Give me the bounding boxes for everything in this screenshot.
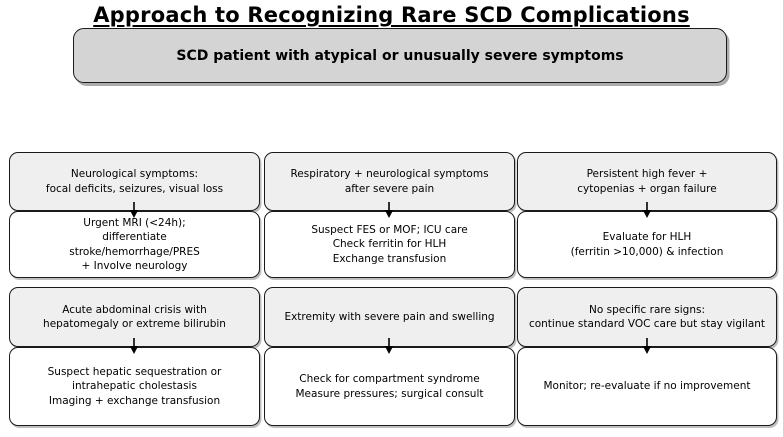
sign-box-extremity-pain: Extremity with severe pain and swelling [264, 287, 515, 347]
action-box-compartment-syndrome: Check for compartment syndrome Measure p… [264, 347, 515, 426]
page-title: Approach to Recognizing Rare SCD Complic… [93, 3, 690, 27]
down-arrow-icon [642, 202, 652, 218]
sign-box-neurological-symptoms: Neurological symptoms: focal deficits, s… [9, 152, 260, 211]
action-box-monitor: Monitor; re-evaluate if no improvement [517, 347, 777, 426]
action-box-hepatic-sequestration: Suspect hepatic sequestration or intrahe… [9, 347, 260, 426]
entry-box-scd-patient: SCD patient with atypical or unusually s… [73, 28, 727, 83]
action-box-fes-mof: Suspect FES or MOF; ICU care Check ferri… [264, 211, 515, 278]
sign-box-persistent-fever: Persistent high fever + cytopenias + org… [517, 152, 777, 211]
sign-box-abdominal-crisis: Acute abdominal crisis with hepatomegaly… [9, 287, 260, 347]
down-arrow-icon [129, 202, 139, 218]
action-box-evaluate-hlh: Evaluate for HLH (ferritin >10,000) & in… [517, 211, 777, 278]
down-arrow-icon [384, 338, 394, 354]
sign-box-respiratory-neurological: Respiratory + neurological symptoms afte… [264, 152, 515, 211]
down-arrow-icon [642, 338, 652, 354]
action-box-urgent-mri: Urgent MRI (<24h); differentiate stroke/… [9, 211, 260, 278]
down-arrow-icon [384, 202, 394, 218]
sign-box-no-rare-signs: No specific rare signs: continue standar… [517, 287, 777, 347]
down-arrow-icon [129, 338, 139, 354]
